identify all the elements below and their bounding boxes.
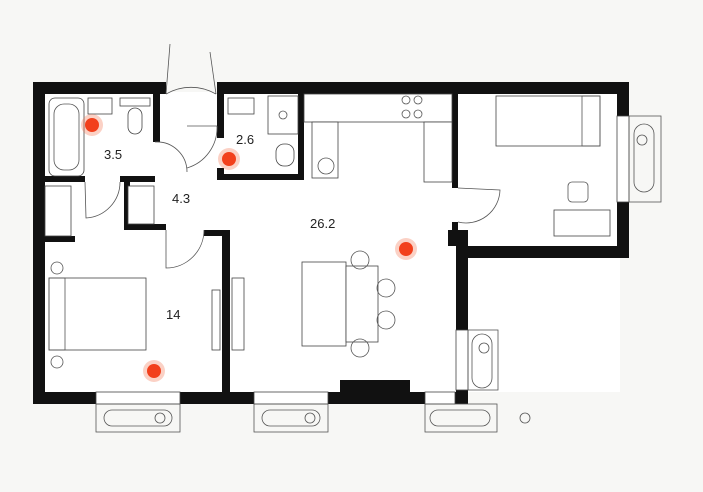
marker-bedroom[interactable] [143, 360, 165, 382]
doors [84, 43, 501, 269]
bathroom-fixtures [48, 95, 299, 177]
windows [95, 115, 630, 405]
second-bedroom-fixtures [495, 95, 611, 237]
marker-bathroom[interactable] [81, 114, 103, 136]
room-area-wc: 2.6 [236, 132, 254, 147]
planters [95, 115, 662, 433]
room-area-bedroom: 14 [166, 307, 180, 322]
interior-walls [45, 92, 458, 392]
bedroom-fixtures [44, 185, 221, 369]
marker-living[interactable] [395, 238, 417, 260]
room-area-hall: 4.3 [172, 191, 190, 206]
room-area-kitchen-living: 26.2 [310, 216, 335, 231]
kitchen-fixtures [231, 93, 453, 358]
marker-wc[interactable] [218, 148, 240, 170]
room-area-bathroom: 3.5 [104, 147, 122, 162]
